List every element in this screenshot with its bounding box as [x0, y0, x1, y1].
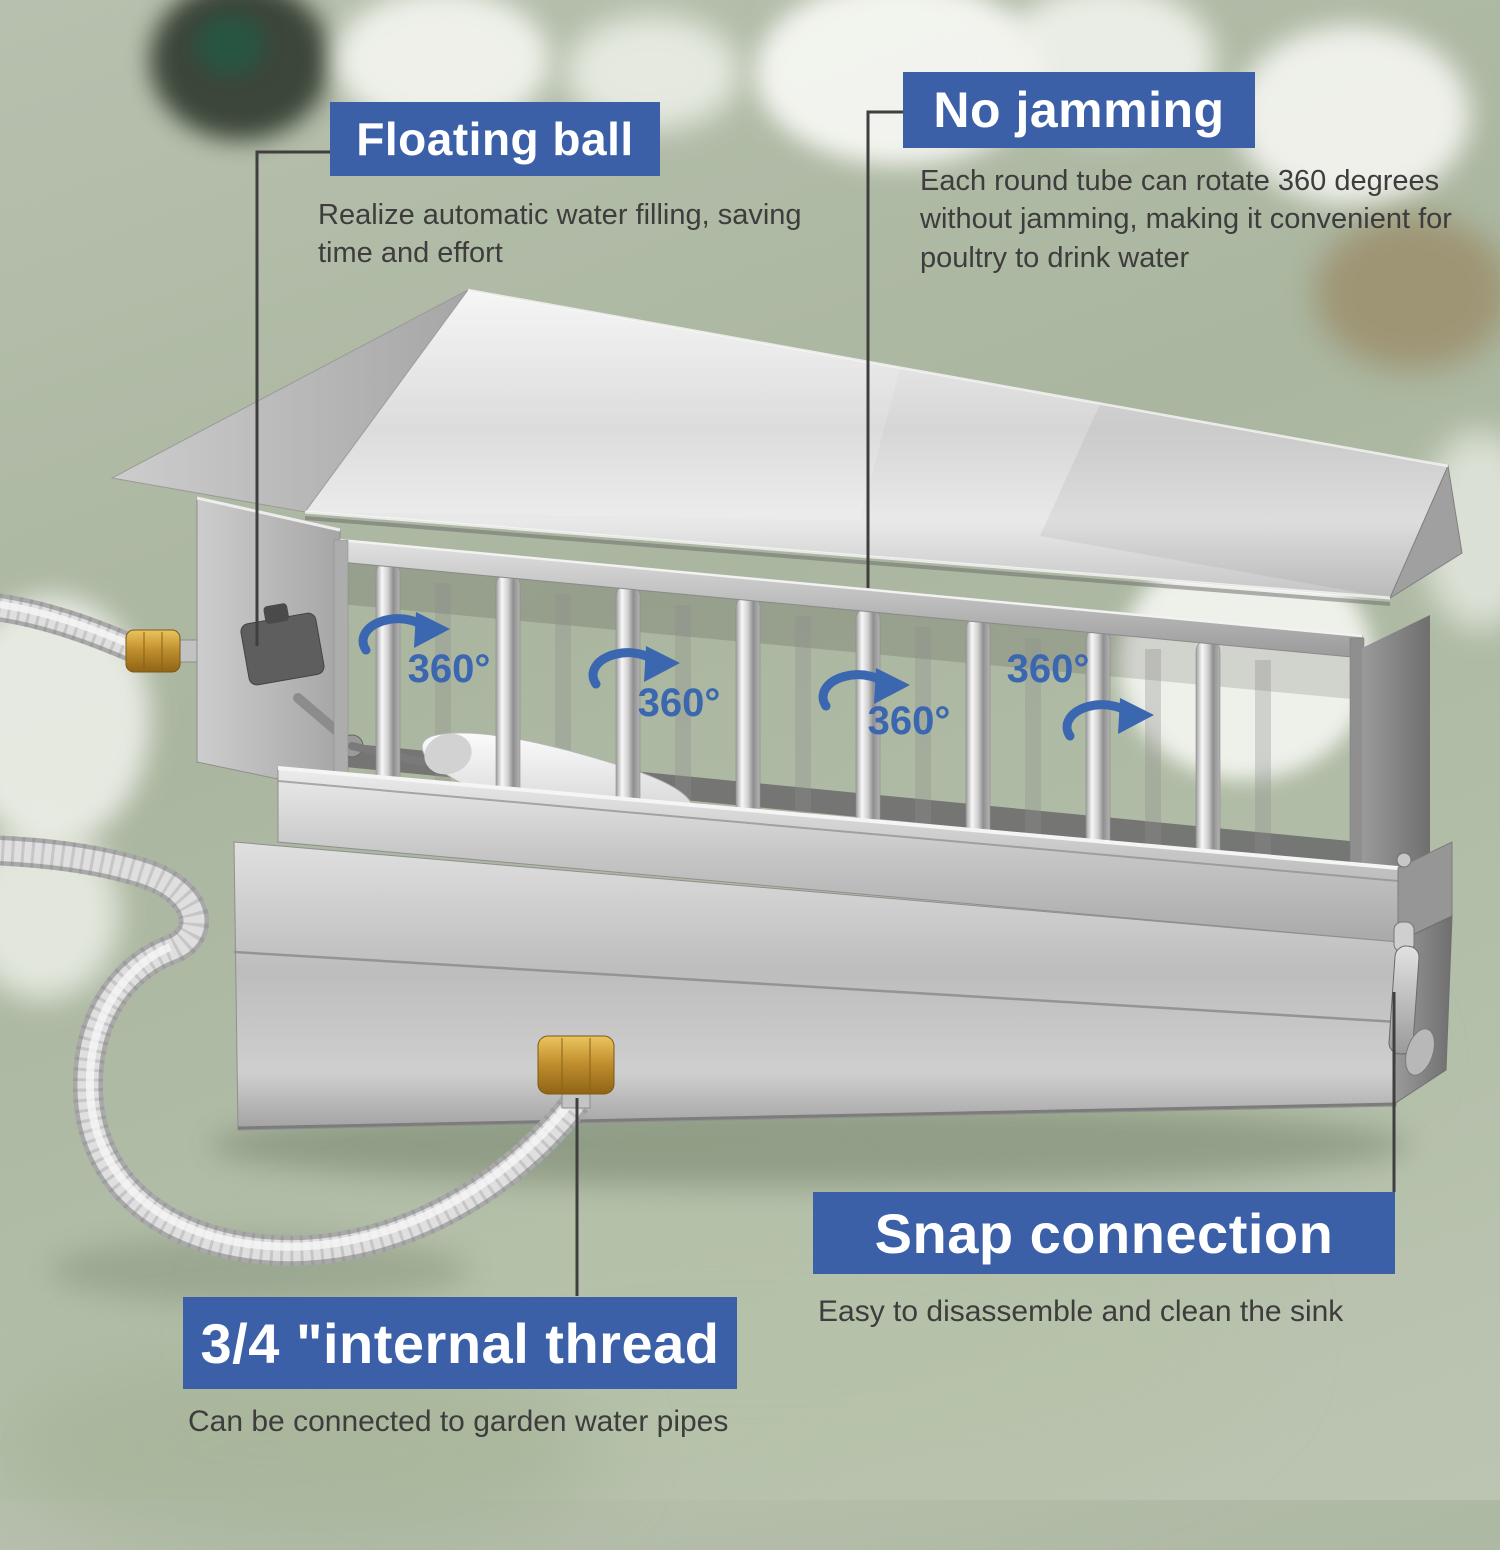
internal-thread-badge: 3/4 "internal thread	[183, 1297, 737, 1389]
pigeon-neck-sheen	[195, 15, 265, 75]
brown-pigeon-blur	[1315, 215, 1500, 370]
rotation-degree-label: 360°	[1007, 647, 1090, 691]
rotation-degree-label: 360°	[868, 699, 951, 743]
inlet-brass-fitting	[125, 629, 181, 673]
top-rail	[333, 538, 1365, 883]
rotation-arrow-icon	[1067, 698, 1154, 736]
white-pigeon-blur	[1235, 25, 1470, 205]
internal-thread-description: Can be connected to garden water pipes	[188, 1405, 729, 1438]
rotation-degree-label: 360°	[408, 647, 491, 691]
roof	[110, 288, 1463, 606]
rotation-annotations: 360° 360° 360° 360°	[363, 612, 1154, 743]
snap-connection-badge: Snap connection	[813, 1192, 1395, 1274]
right-end-wall	[1362, 615, 1430, 880]
no-jamming-badge: No jamming	[903, 72, 1255, 148]
supply-hose	[0, 835, 588, 1266]
floating-ball-leader	[255, 150, 332, 646]
snap-latch	[1388, 852, 1435, 1076]
snap-connection-description: Easy to disassemble and clean the sink	[818, 1295, 1344, 1328]
floating-ball-description: Realize automatic water filling, saving …	[318, 199, 802, 270]
leader-lines	[255, 110, 1396, 1296]
rotation-degree-label: 360°	[638, 681, 721, 725]
no-jamming-leader	[866, 110, 903, 588]
floating-ball-badge: Floating ball	[330, 102, 660, 176]
inlet-hose	[0, 593, 142, 663]
no-jamming-description: Each round tube can rotate 360 degrees w…	[920, 165, 1452, 274]
product-illustration: 360° 360° 360° 360°	[0, 110, 1463, 1304]
